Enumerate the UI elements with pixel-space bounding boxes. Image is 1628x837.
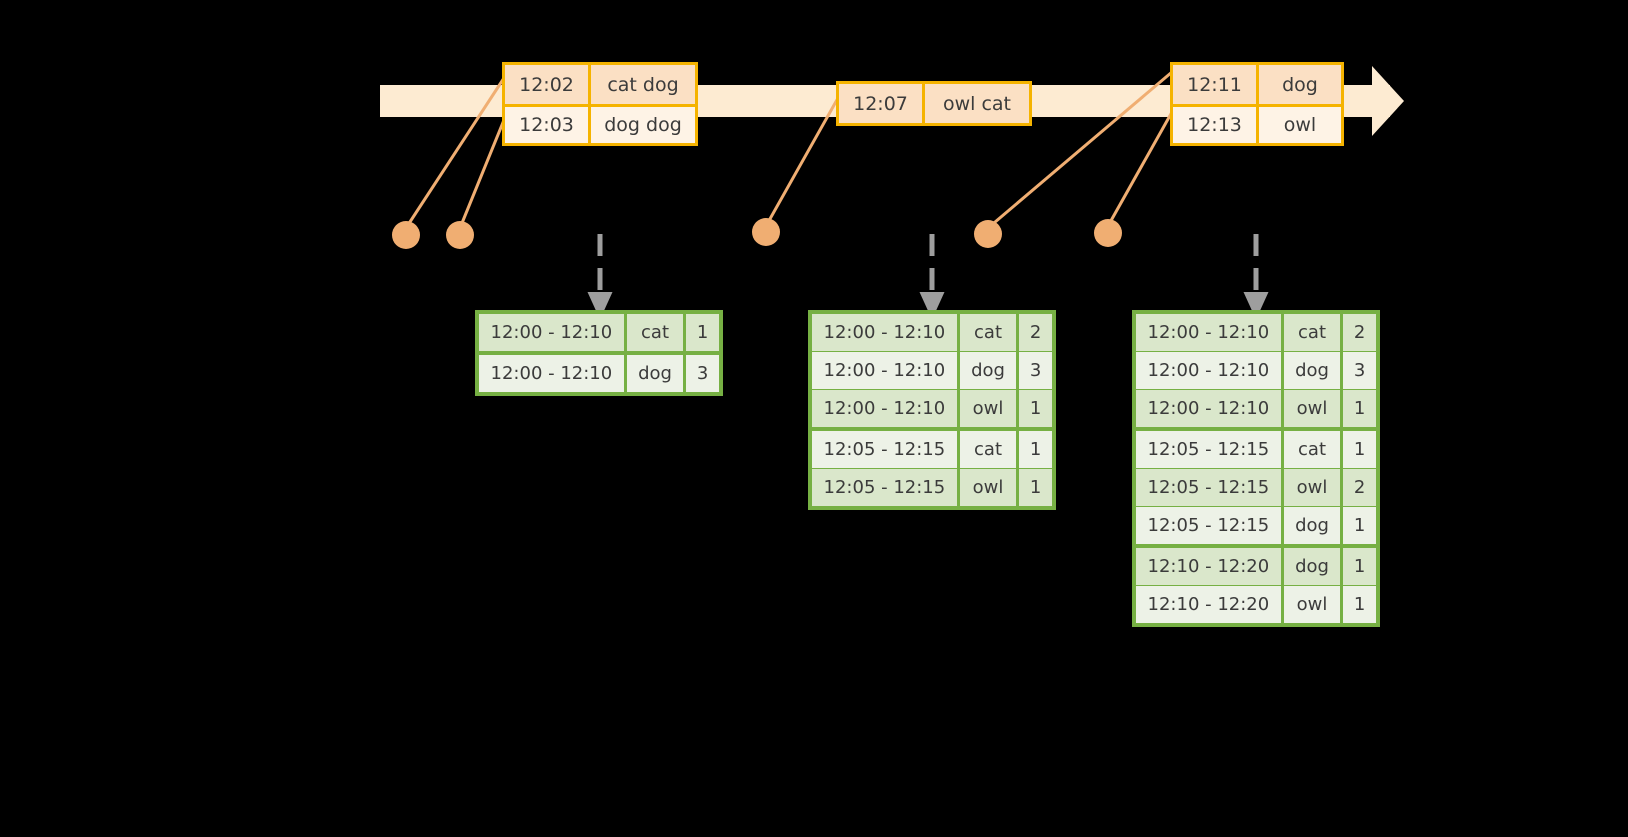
cell-window: 12:05 - 12:15 (1136, 507, 1281, 544)
connector-line-5 (1106, 111, 1174, 227)
cell-count: 1 (1343, 586, 1376, 623)
table-row[interactable]: 12:05 - 12:15 owl 1 (812, 469, 1052, 506)
event-time: 12:13 (1173, 107, 1259, 143)
cell-count: 3 (1343, 352, 1376, 389)
cell-window: 12:05 - 12:15 (812, 431, 957, 468)
cell-key: owl (959, 469, 1017, 506)
cell-window: 12:00 - 12:10 (812, 314, 957, 351)
cell-count: 1 (1019, 431, 1052, 468)
table-row[interactable]: 12:00 - 12:10 dog 3 (812, 352, 1052, 389)
cell-key: owl (1283, 469, 1341, 506)
table-row[interactable]: 12:00 - 12:10 cat 2 (1136, 314, 1376, 351)
cell-key: dog (1283, 507, 1341, 544)
cell-key: owl (1283, 586, 1341, 623)
cell-count: 1 (1343, 507, 1376, 544)
event-time: 12:07 (839, 84, 925, 123)
cell-key: dog (1283, 548, 1341, 585)
connector-line-1 (404, 77, 506, 229)
cell-key: owl (1283, 390, 1341, 427)
event-value: owl cat (942, 92, 1012, 115)
event-box-2[interactable]: 12:07 owl cat (836, 81, 1032, 126)
event-time: 12:11 (1173, 65, 1259, 104)
cell-key: cat (959, 431, 1017, 468)
cell-key: cat (1283, 314, 1341, 351)
result-table-2[interactable]: 12:00 - 12:10 cat 2 12:00 - 12:10 dog 3 … (808, 310, 1056, 510)
table-row[interactable]: 12:00 - 12:10 owl 1 (1136, 390, 1376, 427)
cell-window: 12:10 - 12:20 (1136, 586, 1281, 623)
cell-count: 2 (1343, 314, 1376, 351)
cell-key: owl (959, 390, 1017, 427)
event-box-1[interactable]: 12:02 cat dog 12:03 dog dog (502, 62, 698, 146)
event-dot-1 (392, 221, 420, 249)
table-row[interactable]: 12:10 - 12:20 owl 1 (1136, 586, 1376, 623)
cell-count: 1 (1343, 548, 1376, 585)
cell-key: dog (959, 352, 1017, 389)
cell-key: dog (1283, 352, 1341, 389)
event-value: owl (1283, 114, 1317, 136)
table-row[interactable]: 12:05 - 12:15 owl 2 (1136, 469, 1376, 506)
table-row[interactable]: 12:00 - 12:10 cat 2 (812, 314, 1052, 351)
event-dot-4 (974, 220, 1002, 248)
cell-count: 2 (1019, 314, 1052, 351)
cell-key: dog (626, 355, 684, 392)
connector-line-3 (764, 97, 840, 227)
cell-count: 3 (1019, 352, 1052, 389)
cell-window: 12:00 - 12:10 (479, 355, 624, 392)
event-row[interactable]: 12:02 cat dog (505, 65, 695, 104)
cell-window: 12:05 - 12:15 (1136, 469, 1281, 506)
cell-count: 1 (686, 314, 719, 351)
event-value: cat dog (607, 73, 679, 96)
cell-count: 1 (1019, 390, 1052, 427)
event-row[interactable]: 12:13 owl (1173, 104, 1341, 143)
cell-key: cat (1283, 431, 1341, 468)
cell-window: 12:00 - 12:10 (812, 352, 957, 389)
cell-count: 2 (1343, 469, 1376, 506)
cell-window: 12:00 - 12:10 (1136, 314, 1281, 351)
cell-count: 1 (1019, 469, 1052, 506)
cell-window: 12:00 - 12:10 (812, 390, 957, 427)
cell-window: 12:05 - 12:15 (812, 469, 957, 506)
cell-count: 1 (1343, 390, 1376, 427)
event-dot-2 (446, 221, 474, 249)
cell-key: cat (959, 314, 1017, 351)
event-row[interactable]: 12:03 dog dog (505, 104, 695, 143)
table-row[interactable]: 12:00 - 12:10 owl 1 (812, 390, 1052, 427)
table-row[interactable]: 12:05 - 12:15 cat 1 (1136, 431, 1376, 468)
cell-key: cat (626, 314, 684, 351)
cell-count: 3 (686, 355, 719, 392)
event-box-3[interactable]: 12:11 dog 12:13 owl (1170, 62, 1344, 146)
table-row[interactable]: 12:00 - 12:10 dog 3 (1136, 352, 1376, 389)
event-row[interactable]: 12:07 owl cat (839, 84, 1029, 123)
table-row[interactable]: 12:05 - 12:15 cat 1 (812, 431, 1052, 468)
connector-line-2 (458, 119, 506, 229)
cell-window: 12:05 - 12:15 (1136, 431, 1281, 468)
table-row[interactable]: 12:00 - 12:10 cat 1 (479, 314, 719, 351)
cell-window: 12:00 - 12:10 (479, 314, 624, 351)
event-dot-5 (1094, 219, 1122, 247)
table-row[interactable]: 12:00 - 12:10 dog 3 (479, 355, 719, 392)
result-table-3[interactable]: 12:00 - 12:10 cat 2 12:00 - 12:10 dog 3 … (1132, 310, 1380, 627)
table-row[interactable]: 12:05 - 12:15 dog 1 (1136, 507, 1376, 544)
cell-count: 1 (1343, 431, 1376, 468)
event-dot-3 (752, 218, 780, 246)
event-row[interactable]: 12:11 dog (1173, 65, 1341, 104)
event-time: 12:02 (505, 65, 591, 104)
cell-window: 12:10 - 12:20 (1136, 548, 1281, 585)
event-value: dog (1282, 73, 1318, 96)
table-row[interactable]: 12:10 - 12:20 dog 1 (1136, 548, 1376, 585)
result-table-1[interactable]: 12:00 - 12:10 cat 1 12:00 - 12:10 dog 3 (475, 310, 723, 396)
cell-window: 12:00 - 12:10 (1136, 390, 1281, 427)
cell-window: 12:00 - 12:10 (1136, 352, 1281, 389)
event-time: 12:03 (505, 107, 591, 143)
event-value: dog dog (604, 114, 682, 136)
